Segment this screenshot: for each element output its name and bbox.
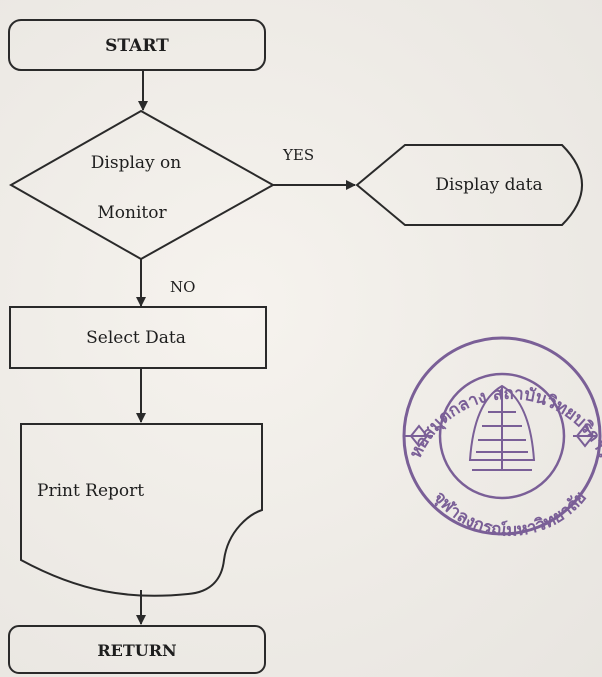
- print-report-document: [20, 423, 263, 597]
- edge-no-label: NO: [170, 278, 195, 296]
- decision-label-line1: Display on: [91, 153, 181, 173]
- select-data-process: [9, 306, 267, 369]
- print-report-label: Print Report: [37, 481, 144, 501]
- decision-diamond: [8, 109, 276, 261]
- select-data-label: Select Data: [86, 328, 186, 348]
- seal-right-star-icon: [573, 424, 597, 448]
- start-terminator: [8, 19, 266, 71]
- return-label: RETURN: [97, 641, 176, 660]
- display-data-label: Display data: [435, 175, 542, 195]
- seal-left-star-icon: [405, 424, 433, 448]
- edge-yes-label: YES: [282, 146, 314, 164]
- decision-label-line2: Monitor: [97, 203, 167, 223]
- return-terminator: [8, 625, 266, 674]
- seal-inner-ring: [438, 372, 566, 500]
- start-label: START: [105, 36, 169, 56]
- seal-top-text: หอสมุดกลาง สถาบันวิทยบริการ: [406, 384, 602, 463]
- library-seal-stamp: หอสมุดกลาง สถาบันวิทยบริการ จุฬาลงกรณ์มห…: [402, 336, 602, 541]
- seal-emblem: [468, 384, 536, 471]
- display-data-shape: [355, 144, 583, 226]
- seal-bottom-text: จุฬาลงกรณ์มหาวิทยาลัย: [429, 488, 590, 541]
- seal-outer-ring: [402, 336, 602, 536]
